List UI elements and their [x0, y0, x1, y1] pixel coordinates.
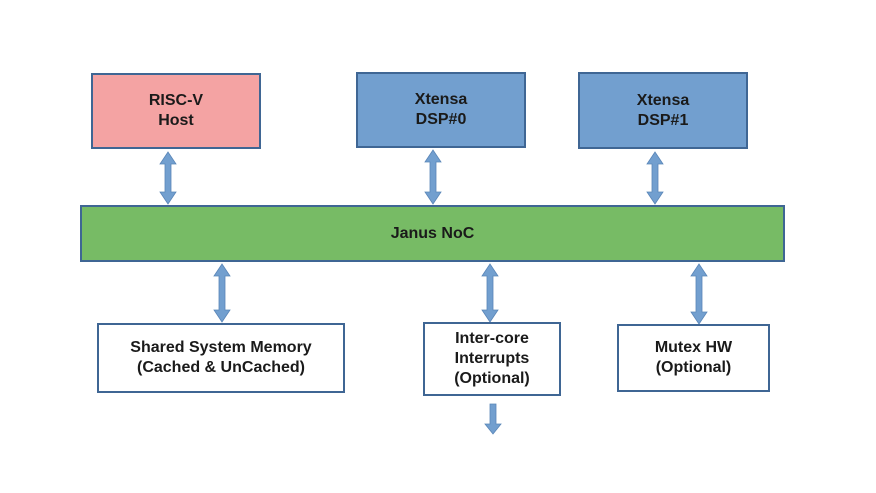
arrow-interrupts-out — [484, 403, 502, 435]
risc-v-host-block: RISC-V Host — [91, 73, 261, 149]
xtensa-dsp1-block: Xtensa DSP#1 — [578, 72, 748, 149]
arrow-noc-interrupts — [481, 263, 499, 323]
arrow-dsp0-noc — [424, 149, 442, 205]
arrow-noc-mutex — [690, 263, 708, 325]
shared-system-memory-block: Shared System Memory (Cached & UnCached) — [97, 323, 345, 393]
arrow-noc-memory — [213, 263, 231, 323]
arrow-dsp1-noc — [646, 151, 664, 205]
janus-noc-bar: Janus NoC — [80, 205, 785, 262]
inter-core-interrupts-block: Inter-core Interrupts (Optional) — [423, 322, 561, 396]
mutex-hw-block: Mutex HW (Optional) — [617, 324, 770, 392]
arrow-host-noc — [159, 151, 177, 205]
xtensa-dsp0-block: Xtensa DSP#0 — [356, 72, 526, 148]
